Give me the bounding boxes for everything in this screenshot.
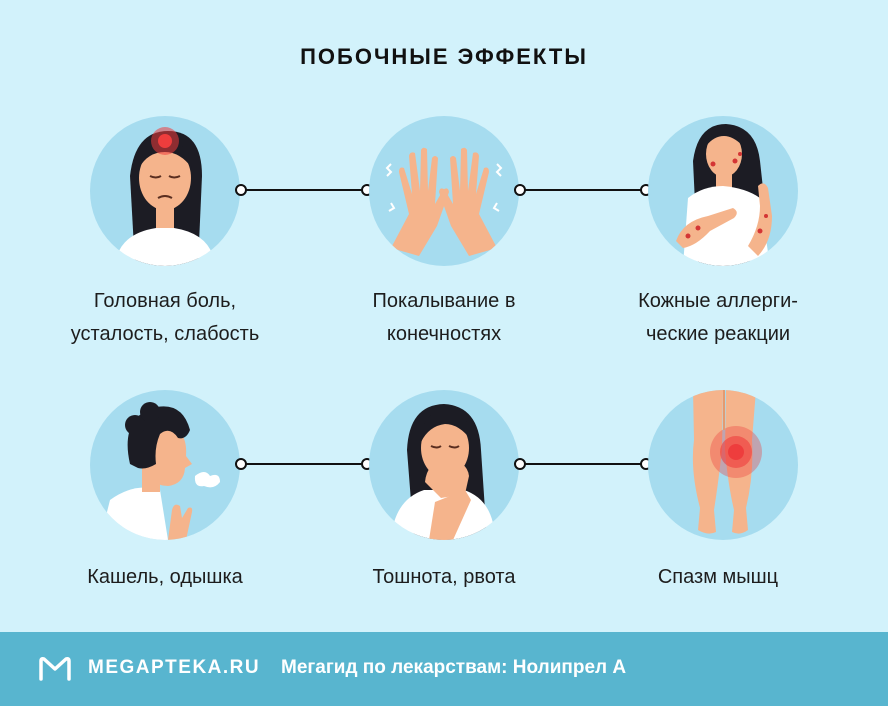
- connector: [235, 458, 373, 470]
- leg-cramp-icon: [648, 390, 798, 540]
- effect-label: Головная боль,усталость, слабость: [70, 290, 260, 345]
- connector: [235, 184, 373, 196]
- effect-label: Кашель, одышка: [87, 566, 243, 588]
- megapteka-logo-icon: [39, 657, 71, 681]
- effect-label: Кожные аллерги-ческие реакции: [638, 290, 798, 345]
- nauseous-woman-icon: [369, 390, 519, 540]
- brand-link[interactable]: MEGAPTEKA.RU: [88, 657, 261, 678]
- effect-label: Тошнота, рвота: [372, 566, 516, 588]
- effect-label: Спазм мышц: [657, 566, 779, 588]
- connector: [514, 184, 652, 196]
- page-title: ПОБОЧНЫЕ ЭФФЕКТЫ: [300, 44, 588, 69]
- skin-rash-woman-icon: [648, 116, 798, 266]
- footer-bar: MEGAPTEKA.RU Мегагид по лекарствам: Ноли…: [0, 632, 888, 706]
- coughing-man-icon: [90, 390, 240, 540]
- tingling-hands-icon: [369, 116, 519, 266]
- footer-tagline: Мегагид по лекарствам: Нолипрел А: [281, 657, 627, 678]
- headache-woman-icon: [90, 116, 240, 266]
- connector: [514, 458, 652, 470]
